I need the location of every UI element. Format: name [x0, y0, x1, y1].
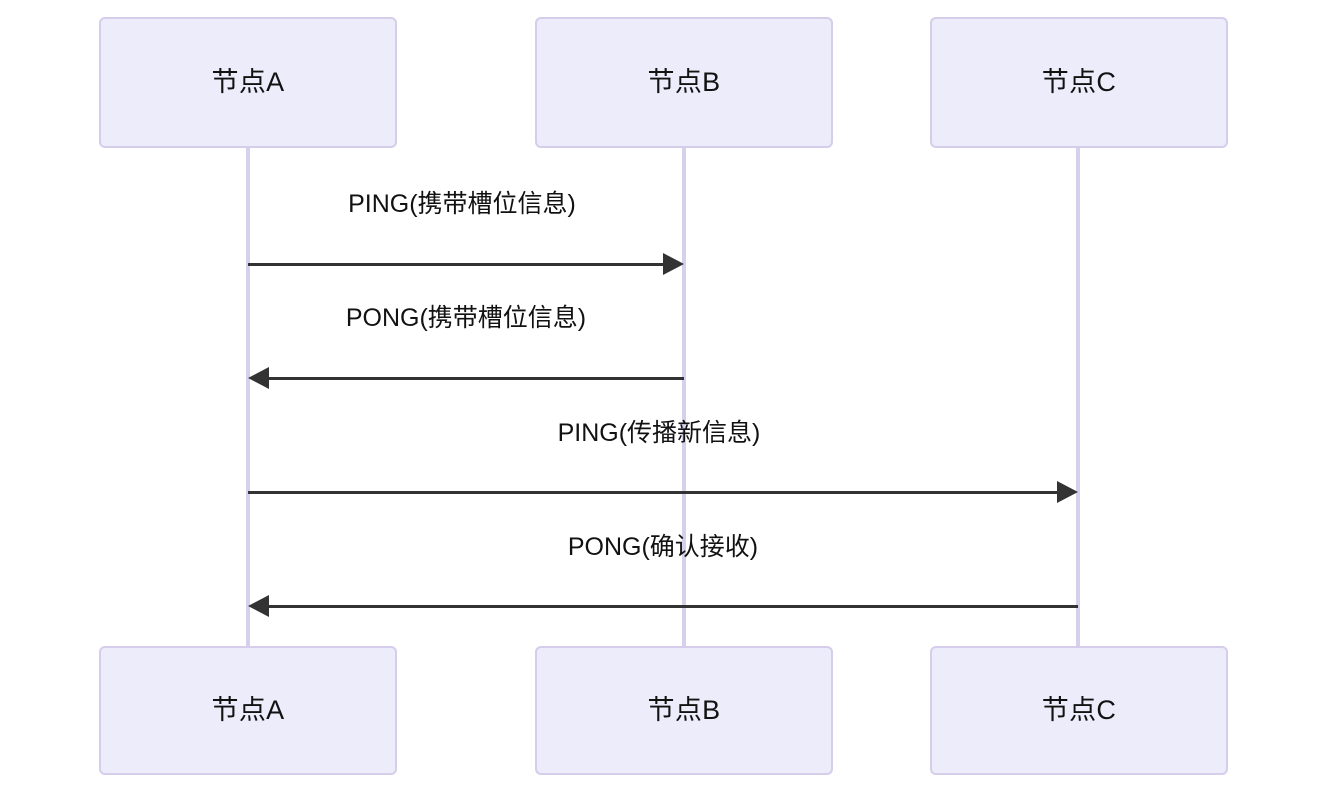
message-arrowhead-3	[1057, 481, 1078, 503]
message-line-2	[269, 377, 684, 380]
participant-box-top-node-a[interactable]: 节点A	[99, 17, 397, 148]
participant-label-node-c-bottom: 节点C	[1041, 695, 1117, 725]
lifeline-node-a	[246, 148, 250, 646]
participant-box-bottom-node-b[interactable]: 节点B	[535, 646, 833, 775]
message-line-1	[248, 263, 663, 266]
message-line-3	[248, 491, 1057, 494]
lifeline-node-c	[1076, 148, 1080, 646]
message-arrowhead-2	[248, 367, 269, 389]
participant-label-node-c-top: 节点C	[1041, 67, 1117, 97]
message-arrowhead-1	[663, 253, 684, 275]
participant-box-top-node-b[interactable]: 节点B	[535, 17, 833, 148]
message-arrowhead-4	[248, 595, 269, 617]
participant-label-node-a-top: 节点A	[211, 67, 285, 97]
participant-label-node-b-bottom: 节点B	[647, 695, 721, 725]
message-label-1: PING(携带槽位信息)	[348, 190, 576, 218]
participant-box-top-node-c[interactable]: 节点C	[930, 17, 1228, 148]
participant-label-node-b-top: 节点B	[647, 67, 721, 97]
message-label-4: PONG(确认接收)	[567, 533, 759, 561]
participant-box-bottom-node-a[interactable]: 节点A	[99, 646, 397, 775]
message-line-4	[269, 605, 1078, 608]
participant-label-node-a-bottom: 节点A	[211, 695, 285, 725]
message-label-2: PONG(携带槽位信息)	[345, 304, 587, 332]
lifeline-node-b	[682, 148, 686, 646]
message-label-3: PING(传播新信息)	[557, 419, 761, 447]
participant-box-bottom-node-c[interactable]: 节点C	[930, 646, 1228, 775]
